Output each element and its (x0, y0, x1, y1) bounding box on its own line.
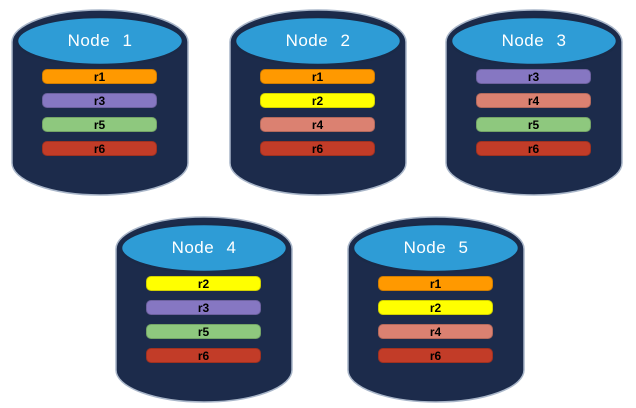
replica-bar: r5 (146, 324, 261, 339)
cylinder-top-ellipse (15, 15, 185, 67)
replica-bar: r4 (476, 93, 591, 108)
replica-list: r2 r3 r5 r6 (146, 276, 261, 363)
cylinder-top-ellipse (233, 15, 403, 67)
replica-bar: r4 (260, 117, 375, 132)
replica-bar: r1 (42, 69, 157, 84)
replica-bar: r5 (476, 117, 591, 132)
cylinder-top-ellipse (351, 222, 521, 274)
database-node: Node 5 r1 r2 r4 r6 (347, 215, 525, 404)
replica-list: r1 r2 r4 r6 (378, 276, 493, 363)
node-title: Node 5 (403, 238, 469, 257)
replica-bar: r1 (260, 69, 375, 84)
replica-bar: r6 (146, 348, 261, 363)
database-node: Node 2 r1 r2 r4 r6 (229, 8, 407, 197)
replica-bar: r6 (260, 141, 375, 156)
replica-bar: r2 (260, 93, 375, 108)
node-title: Node 3 (501, 31, 567, 50)
replica-bar: r6 (378, 348, 493, 363)
replica-list: r3 r4 r5 r6 (476, 69, 591, 156)
replica-bar: r2 (378, 300, 493, 315)
replica-list: r1 r3 r5 r6 (42, 69, 157, 156)
node-title: Node 1 (67, 31, 133, 50)
database-node: Node 4 r2 r3 r5 r6 (115, 215, 293, 404)
replica-bar: r4 (378, 324, 493, 339)
replica-bar: r3 (146, 300, 261, 315)
replica-bar: r2 (146, 276, 261, 291)
replica-bar: r3 (42, 93, 157, 108)
replica-bar: r6 (42, 141, 157, 156)
replica-bar: r6 (476, 141, 591, 156)
database-node: Node 3 r3 r4 r5 r6 (445, 8, 623, 197)
replica-bar: r1 (378, 276, 493, 291)
replica-bar: r3 (476, 69, 591, 84)
node-title: Node 4 (171, 238, 237, 257)
replica-bar: r5 (42, 117, 157, 132)
cylinder-top-ellipse (449, 15, 619, 67)
node-title: Node 2 (285, 31, 351, 50)
database-node: Node 1 r1 r3 r5 r6 (11, 8, 189, 197)
cylinder-top-ellipse (119, 222, 289, 274)
replica-list: r1 r2 r4 r6 (260, 69, 375, 156)
